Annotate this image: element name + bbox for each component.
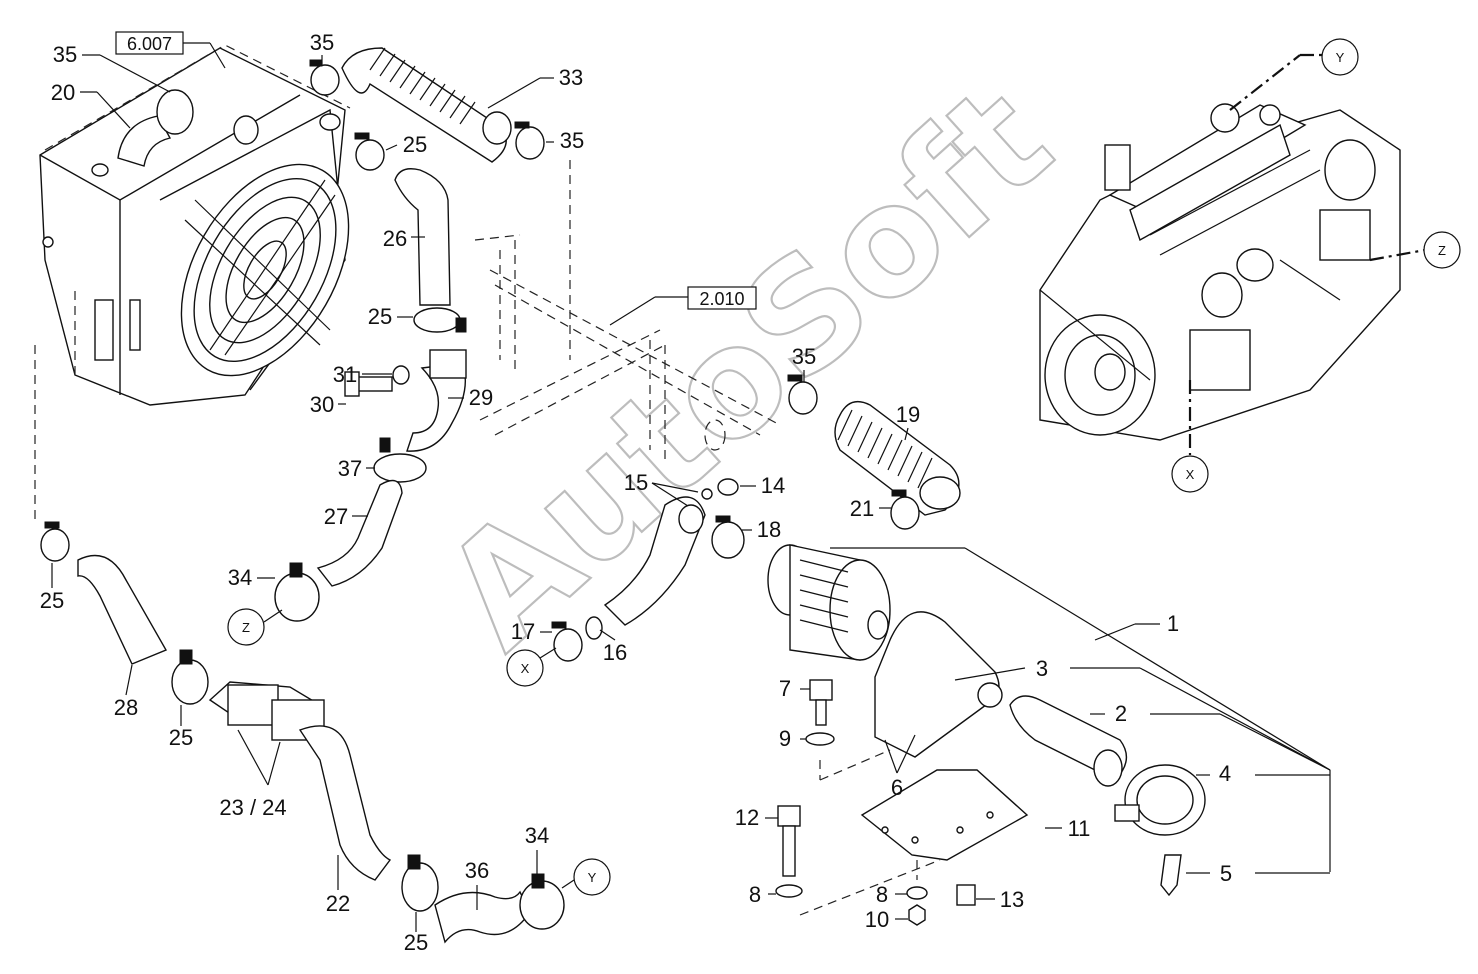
connector-leaders — [1188, 53, 1426, 455]
support-frame — [474, 160, 781, 460]
callout-33: 33 — [559, 65, 583, 90]
ref-2010-label: 2.010 — [699, 289, 744, 309]
callout-35-b: 35 — [310, 30, 334, 55]
callout-35-d: 35 — [792, 344, 816, 369]
callout-3: 3 — [1036, 656, 1048, 681]
connector-y-bottom: Y — [561, 858, 611, 896]
callout-16: 16 — [603, 640, 627, 665]
callout-35-c: 35 — [560, 128, 584, 153]
callout-8-b: 8 — [876, 882, 888, 907]
hose-33-ribs — [369, 47, 476, 125]
watermark-text: AutoSoft — [413, 53, 1084, 681]
ref-box-2010: 2.010 — [609, 286, 757, 326]
callout-25-e: 25 — [404, 930, 428, 955]
callout-5: 5 — [1220, 861, 1232, 886]
callout-34-a: 34 — [228, 565, 252, 590]
callout-17: 17 — [511, 619, 535, 644]
callout-21: 21 — [850, 496, 874, 521]
callout-29: 29 — [469, 385, 493, 410]
ref-6007-label: 6.007 — [127, 34, 172, 54]
connector-y-top: Y — [1321, 38, 1359, 76]
connector-z-left: Z — [227, 608, 283, 646]
callout-31: 31 — [333, 362, 357, 387]
callout-8-a: 8 — [749, 882, 761, 907]
callout-12: 12 — [735, 805, 759, 830]
engine — [1039, 103, 1401, 441]
callouts: 35 20 35 33 25 35 26 25 31 30 29 37 27 3… — [40, 30, 1331, 955]
callout-25-b: 25 — [368, 304, 392, 329]
upper-hoses — [274, 47, 545, 622]
svg-text:Y: Y — [1336, 50, 1345, 65]
callout-28: 28 — [114, 695, 138, 720]
callout-22: 22 — [326, 891, 350, 916]
callout-7: 7 — [779, 676, 791, 701]
air-filter-assembly — [767, 544, 1206, 926]
callout-20: 20 — [51, 80, 75, 105]
callout-34-b: 34 — [525, 823, 549, 848]
callout-37: 37 — [338, 456, 362, 481]
callout-23-24: 23 / 24 — [219, 795, 286, 820]
callout-19: 19 — [896, 402, 920, 427]
radiator-assembly — [39, 44, 351, 406]
ref-box-6007: 6.007 — [115, 31, 226, 69]
housing-perforations — [799, 559, 849, 633]
callout-2: 2 — [1115, 701, 1127, 726]
connector-z-right: Z — [1423, 231, 1461, 269]
callout-30: 30 — [310, 392, 334, 417]
callout-36: 36 — [465, 858, 489, 883]
callout-18: 18 — [757, 517, 781, 542]
intake-hoses — [551, 374, 961, 662]
svg-text:X: X — [521, 661, 530, 676]
callout-13: 13 — [1000, 887, 1024, 912]
callout-11: 11 — [1068, 816, 1091, 841]
callout-14: 14 — [761, 473, 785, 498]
svg-text:Z: Z — [242, 620, 250, 635]
callout-27: 27 — [324, 504, 348, 529]
callout-9: 9 — [779, 726, 791, 751]
lower-hoses — [34, 345, 565, 944]
hose-19-ribs — [837, 409, 933, 489]
svg-text:Z: Z — [1438, 243, 1446, 258]
svg-text:Y: Y — [588, 870, 597, 885]
callout-35-a: 35 — [53, 42, 77, 67]
callout-15: 15 — [624, 470, 648, 495]
callout-26: 26 — [383, 226, 407, 251]
callout-25-c: 25 — [40, 588, 64, 613]
svg-text:X: X — [1186, 467, 1195, 482]
callout-10: 10 — [865, 907, 889, 932]
connector-x-mid: X — [506, 647, 557, 687]
callout-25-d: 25 — [169, 725, 193, 750]
callout-6: 6 — [891, 775, 903, 800]
callout-1: 1 — [1167, 611, 1179, 636]
callout-4: 4 — [1219, 761, 1231, 786]
callout-25-a: 25 — [403, 132, 427, 157]
connector-x-right: X — [1171, 455, 1209, 493]
